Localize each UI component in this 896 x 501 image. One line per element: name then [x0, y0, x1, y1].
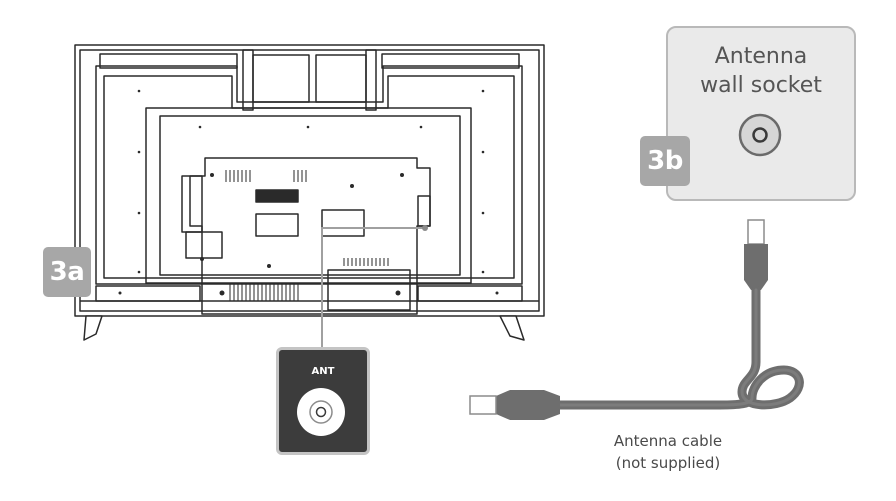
- wall-socket-label-line1: Antenna: [714, 44, 808, 69]
- step-badge-3b: 3b: [640, 136, 690, 186]
- wall-socket-label-line2: wall socket: [700, 73, 822, 98]
- antenna-cable-label-line2: (not supplied): [615, 454, 721, 472]
- ant-port-label: ANT: [311, 366, 335, 377]
- step-badge-3a: 3a: [43, 247, 91, 297]
- tv-ant-connector-icon: [422, 225, 428, 231]
- antenna-wall-socket: Antenna wall socket: [666, 26, 856, 201]
- screw-dots: [118, 89, 499, 296]
- callout-line: [321, 227, 425, 347]
- tv-back-icon: [74, 44, 545, 341]
- antenna-cable-label-line1: Antenna cable: [613, 432, 723, 450]
- coax-port-icon: [297, 388, 345, 436]
- antenna-cable-label: Antenna cable (not supplied): [583, 430, 753, 474]
- coax-cable-icon: [469, 219, 804, 420]
- wall-socket-label: Antenna wall socket: [668, 42, 854, 100]
- coax-socket-icon: [738, 113, 782, 157]
